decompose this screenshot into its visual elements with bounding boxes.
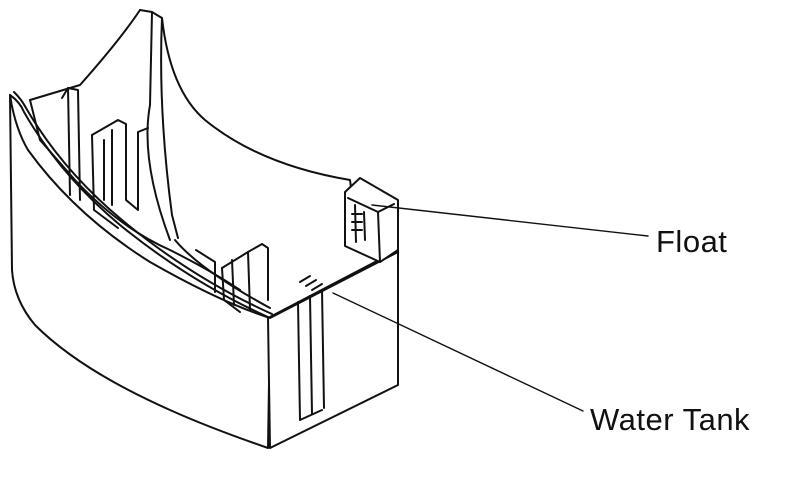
tank-front-panel [9, 94, 271, 449]
tank-front-rim [9, 94, 271, 319]
inner-bracket-right [221, 243, 269, 301]
tank-back-wall [151, 11, 353, 196]
inner-rib-left [61, 87, 81, 201]
float-housing [344, 177, 399, 263]
water-tank-label: Water Tank [590, 402, 751, 437]
inner-bracket-left [91, 119, 149, 211]
water-tank-leader-line [332, 292, 584, 412]
side-channel [297, 289, 325, 421]
float-label: Float [656, 224, 728, 259]
float-leader-line [371, 204, 649, 237]
tank-right-panel [267, 249, 399, 449]
